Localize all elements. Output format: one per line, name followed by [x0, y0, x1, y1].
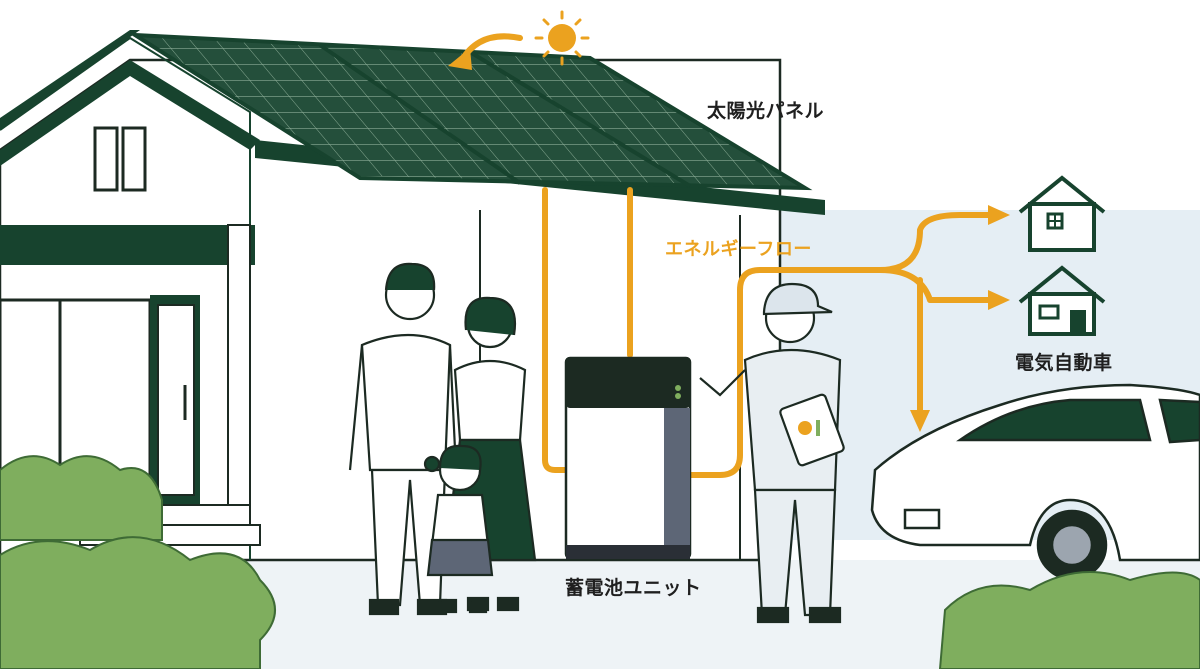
ground: [0, 560, 1200, 669]
house-icon: [1018, 175, 1106, 252]
sun-icon: [534, 10, 590, 66]
energy-flow-lines: [542, 187, 993, 478]
house-icon: [1018, 265, 1106, 336]
porch-column: [227, 224, 251, 546]
battery-unit-label: 蓄電池ユニット: [565, 577, 702, 599]
arrow-to-house-top: [988, 205, 1010, 225]
arrow-to-house-bottom: [988, 290, 1010, 310]
tablet-icon: [779, 393, 845, 467]
battery-unit: [564, 356, 692, 560]
arrow-icon: [448, 48, 472, 70]
upper-window-left: [93, 126, 119, 192]
family: [348, 262, 537, 616]
energy-flow-label: エネルギーフロー: [665, 239, 812, 260]
arrow-to-ev: [910, 410, 930, 432]
bushes: [0, 455, 1200, 669]
upper-window-right: [121, 126, 147, 192]
technician: [699, 282, 845, 624]
solar-panel-array: [127, 32, 813, 191]
ev-label: 電気自動車: [1015, 352, 1113, 374]
electric-car: [870, 383, 1200, 581]
solar-panel-label: 太陽光パネル: [707, 100, 825, 122]
porch-canopy: [0, 225, 255, 265]
